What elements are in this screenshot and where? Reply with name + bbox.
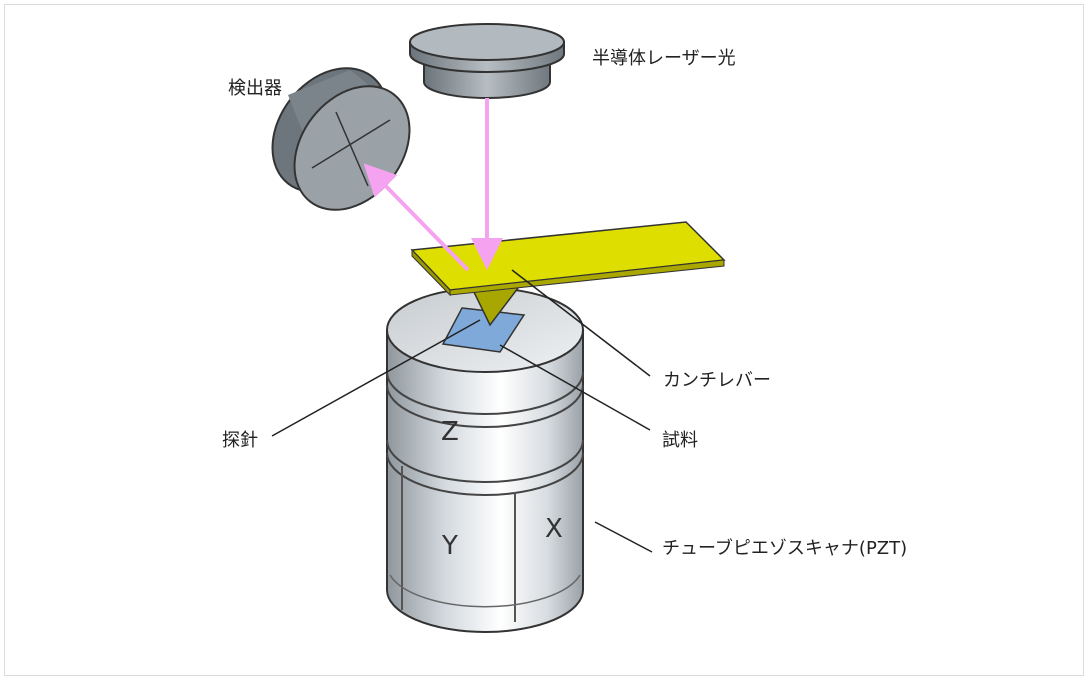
leader-probe <box>271 319 481 437</box>
probe-label: 探針 <box>222 430 258 451</box>
leader-scanner <box>594 521 653 553</box>
sample-label: 試料 <box>662 430 698 451</box>
figure-frame <box>4 4 1084 676</box>
leader-cantilever <box>511 269 651 377</box>
laser-label: 半導体レーザー光 <box>592 48 736 69</box>
detector-label: 検出器 <box>228 78 282 99</box>
laser-source <box>409 23 565 99</box>
cantilever <box>410 221 726 297</box>
reflected-laser-beam <box>363 163 470 272</box>
axis-z-label: Z <box>441 417 459 447</box>
sample <box>441 307 526 353</box>
scanner-label: チューブピエゾスキャナ(PZT) <box>662 538 908 559</box>
cantilever-label: カンチレバー <box>663 370 771 391</box>
axis-x-label: X <box>545 514 563 544</box>
leader-sample <box>499 344 651 431</box>
axis-y-label: Y <box>442 531 458 561</box>
